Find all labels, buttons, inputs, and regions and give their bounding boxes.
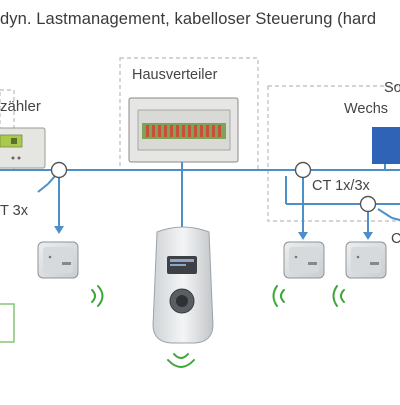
device-box-fragment xyxy=(0,303,15,343)
energy-sensor-icon xyxy=(345,241,387,279)
ev-charger-icon xyxy=(152,226,214,344)
inverter-icon xyxy=(372,127,400,164)
wechselrichter-label-fragment: Wechs xyxy=(344,101,389,117)
energy-sensor-icon xyxy=(283,241,325,279)
solar-dashed-box xyxy=(267,85,400,222)
ct-clamp-icon xyxy=(359,195,377,213)
zaehler-label: zähler xyxy=(0,98,41,115)
hausverteiler-label: Hausverteiler xyxy=(132,67,218,83)
ct-left-label: T 3x xyxy=(0,203,28,219)
wireless-signal-icon xyxy=(167,353,195,368)
energy-sensor-icon xyxy=(37,241,79,279)
wireless-signal-icon xyxy=(272,285,285,307)
distribution-board-icon xyxy=(128,97,239,163)
wireless-signal-icon xyxy=(332,285,345,307)
ct-right-label: CT 1x/3x xyxy=(312,178,370,194)
ct-clamp-icon xyxy=(294,161,312,179)
electricity-meter-icon xyxy=(0,127,46,169)
wireless-signal-icon xyxy=(91,285,104,307)
arrow-heads xyxy=(54,226,373,240)
diagram-title: dyn. Lastmanagement, kabelloser Steuerun… xyxy=(0,10,377,28)
ct-right2-label: C xyxy=(391,231,400,247)
ct-clamp-icon xyxy=(50,161,68,179)
solar-label-fragment: So xyxy=(384,80,400,96)
